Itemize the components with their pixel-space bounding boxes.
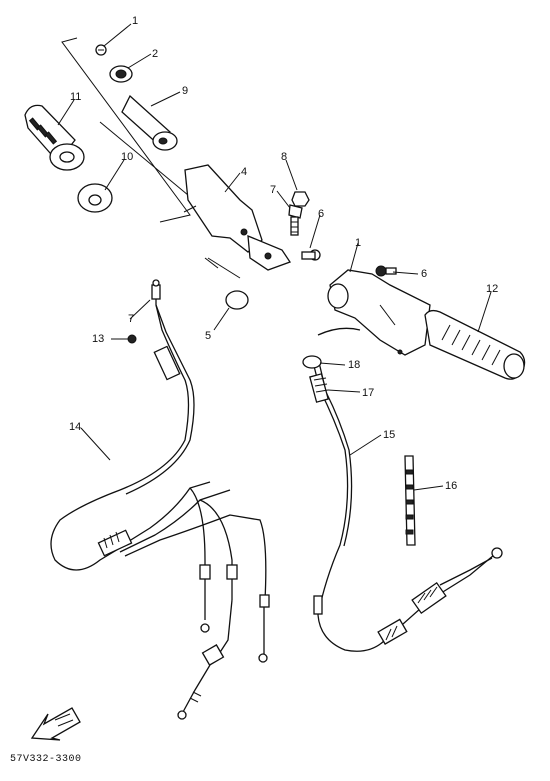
part-1-switch-housing — [327, 269, 431, 356]
callout-11: 11 — [70, 91, 81, 103]
callout-4: 4 — [241, 166, 247, 178]
part-7-cable-adjuster — [151, 279, 161, 300]
drawing-code: 57V332-3300 — [10, 754, 82, 765]
callout-14: 13 — [92, 333, 104, 345]
part-4-lever-holder — [183, 164, 291, 271]
part-12-right-grip — [424, 309, 526, 380]
callout-2: 2 — [152, 48, 158, 60]
callout-labels: 1 2 9 11 10 4 8 7 6 1 6 12 7 13 5 18 17 … — [69, 15, 498, 492]
part-9-throttle-tube — [121, 94, 178, 151]
part-11-left-grip — [24, 104, 85, 171]
front-direction-icon — [30, 707, 81, 741]
callout-16: 16 — [445, 480, 457, 492]
callout-3: 1 — [132, 15, 138, 27]
callout-8: 8 — [281, 151, 287, 163]
callout-1: 1 — [355, 237, 361, 249]
callout-7-lower: 7 — [128, 313, 134, 325]
part-6-screw-right — [375, 265, 397, 277]
callout-5: 5 — [205, 330, 211, 342]
part-2-collar — [109, 65, 133, 83]
callout-13: 14 — [69, 421, 81, 433]
part-14-nut — [127, 334, 137, 344]
callout-6-right: 6 — [421, 268, 427, 280]
callout-10: 10 — [121, 151, 133, 163]
callout-6-mid: 6 — [318, 208, 324, 220]
callout-7-upper: 7 — [270, 184, 276, 196]
callout-18: 18 — [348, 359, 360, 371]
part-3-screw — [95, 44, 107, 56]
part-15-clutch-cable — [302, 327, 503, 652]
part-16-cable-clip — [404, 455, 416, 546]
part-10-washer — [77, 183, 113, 213]
leader-lines — [57, 23, 492, 491]
callout-12: 12 — [486, 283, 498, 295]
callout-17: 17 — [362, 387, 374, 399]
callout-15: 15 — [383, 429, 395, 441]
part-8-nut — [291, 191, 310, 207]
part-6-screw-mid — [301, 249, 321, 261]
part-7-bolt — [288, 204, 303, 236]
part-5-knob — [213, 290, 249, 331]
part-13-throttle-cable — [50, 290, 270, 720]
bracket-lines — [61, 37, 241, 279]
callout-9: 9 — [182, 85, 188, 97]
